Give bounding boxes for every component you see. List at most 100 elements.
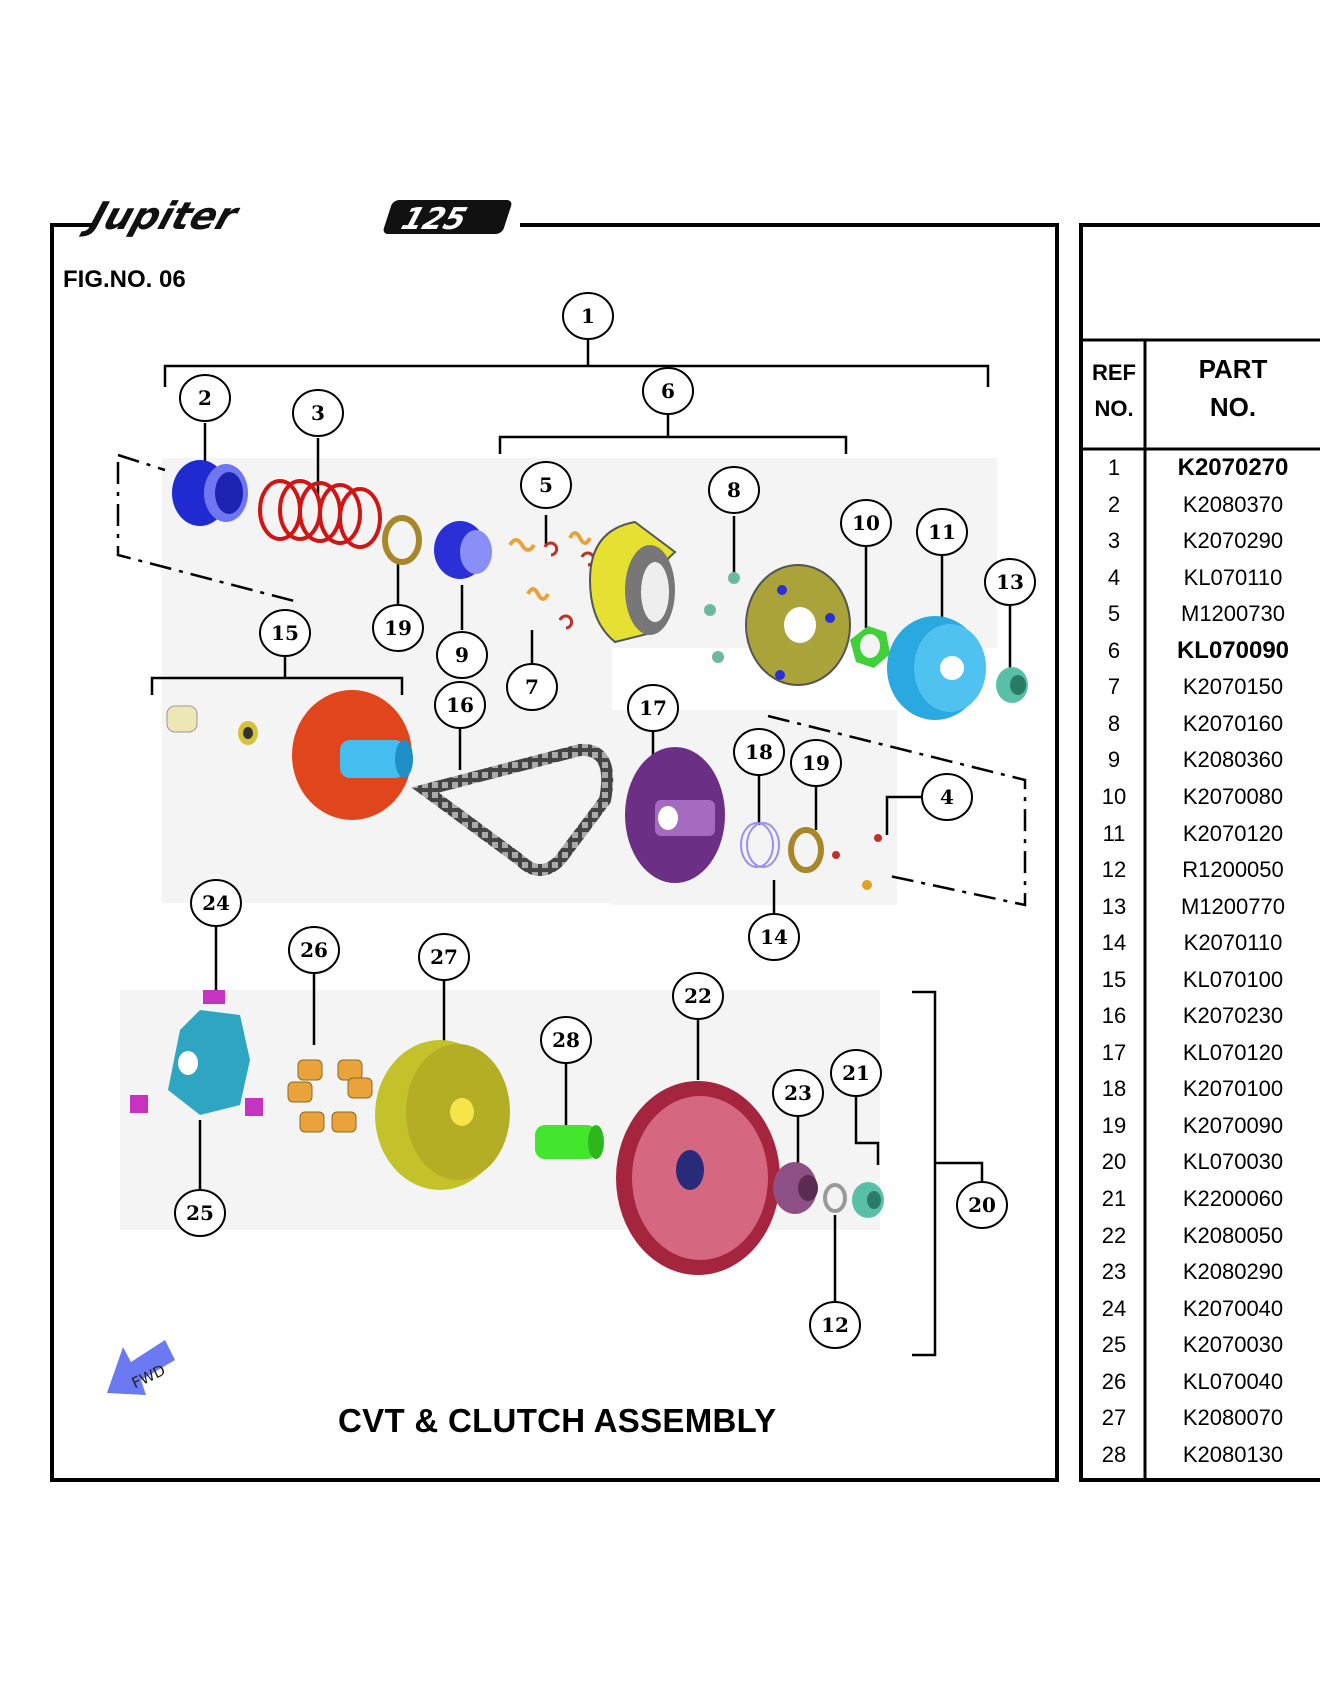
part-no-cell: K2070090 [1182, 1112, 1284, 1138]
part-no-cell: K2080370 [1182, 491, 1284, 517]
part-11-outer-clutch [887, 616, 986, 720]
callout-28: 28 [540, 1016, 592, 1064]
callout-label: 22 [684, 984, 712, 1008]
ref-no-cell: 27 [1101, 1405, 1127, 1431]
ref-no-cell: 12 [1101, 857, 1127, 883]
part-15-fixed-sheave [166, 690, 413, 820]
part-no-cell: M1200730 [1181, 601, 1285, 627]
callout-13: 13 [984, 558, 1036, 606]
ref-no-cell: 25 [1101, 1332, 1127, 1358]
part-26-rollers [287, 1059, 373, 1133]
callout-label: 2 [198, 386, 212, 410]
callout-label: 3 [311, 401, 325, 425]
callout-label: 25 [186, 1201, 214, 1225]
ref-no-cell: 10 [1101, 783, 1127, 809]
part-no-cell: K2070150 [1182, 674, 1284, 700]
callout-27: 27 [418, 933, 470, 981]
parts-table-row: 7 K2070150 [1082, 669, 1320, 706]
callout-23: 23 [772, 1069, 824, 1117]
part-no-cell: K2070040 [1182, 1295, 1284, 1321]
assembly-title: CVT & CLUTCH ASSEMBLY [338, 1402, 777, 1439]
fwd-arrow: FWD [107, 1340, 175, 1395]
part-clutch-plate [745, 564, 851, 686]
ref-no-cell: 13 [1101, 893, 1127, 919]
callout-12: 12 [809, 1301, 861, 1349]
part-28-collar [535, 1125, 604, 1159]
callout-label: 28 [552, 1028, 580, 1052]
part-27-drive-face [375, 1040, 510, 1190]
callout-label: 21 [842, 1061, 870, 1085]
parts-table-row: 14 K2070110 [1082, 925, 1320, 962]
part-no-cell: K2070290 [1182, 528, 1284, 554]
figure-number: FIG.NO. 06 [63, 266, 186, 293]
callout-label: 19 [384, 616, 412, 640]
ref-no-cell: 15 [1101, 966, 1127, 992]
callout-19: 19 [790, 739, 842, 787]
part-6-clutch-shoe [588, 520, 677, 644]
parts-table-row: 10 K2070080 [1082, 779, 1320, 816]
callout-label: 24 [202, 891, 230, 915]
callout-6: 6 [642, 367, 694, 415]
callout-label: 14 [760, 925, 788, 949]
ref-no-cell: 24 [1101, 1295, 1127, 1321]
part-no-cell: K2080070 [1182, 1405, 1284, 1431]
ref-no-cell: 14 [1101, 930, 1127, 956]
part-no-cell: R1200050 [1182, 857, 1284, 883]
svg-text:125: 125 [397, 202, 471, 237]
part-22-fan-pulley [616, 1081, 780, 1275]
part-no-cell: KL070110 [1183, 564, 1283, 590]
ref-no-cell: 7 [1107, 674, 1121, 700]
parts-table-row: 19 K2070090 [1082, 1108, 1320, 1145]
ref-no-cell: 11 [1102, 820, 1126, 846]
callout-1: 1 [562, 292, 614, 340]
callout-label: 8 [727, 478, 741, 502]
part-no-cell: KL070040 [1182, 1368, 1284, 1394]
part-no-cell: KL070090 [1176, 636, 1290, 664]
callout-25: 25 [174, 1189, 226, 1237]
parts-table-row: 27 K2080070 [1082, 1400, 1320, 1437]
callout-9: 9 [436, 631, 488, 679]
callout-8: 8 [708, 466, 760, 514]
jupiter-logo: Jupiter 125 [78, 195, 512, 239]
callout-label: 10 [852, 511, 880, 535]
callout-label: 17 [639, 696, 667, 720]
part-no-cell: K2080130 [1182, 1441, 1284, 1467]
callout-label: 4 [940, 785, 954, 809]
ref-no-cell: 19 [1101, 1112, 1127, 1138]
svg-text:Jupiter: Jupiter [78, 195, 246, 239]
callout-label: 16 [446, 693, 474, 717]
callout-label: 20 [968, 1193, 996, 1217]
ref-no-cell: 20 [1101, 1149, 1127, 1175]
callout-label: 9 [455, 643, 469, 667]
part-24-25-ramp-plate [130, 990, 263, 1116]
ref-no-cell: 16 [1101, 1003, 1127, 1029]
part-no-cell: K2070110 [1183, 930, 1283, 956]
part-13-nut [996, 667, 1028, 703]
part-no-cell: K2070160 [1182, 710, 1284, 736]
callout-7: 7 [506, 663, 558, 711]
callout-label: 19 [802, 751, 830, 775]
callout-17: 17 [627, 684, 679, 732]
callout-5: 5 [520, 461, 572, 509]
part-no-cell: K2070080 [1182, 783, 1284, 809]
part-no-cell: K2200060 [1182, 1186, 1284, 1211]
part-18-14-spring-washer [740, 822, 882, 890]
part-9-collar [434, 521, 492, 579]
ref-no-cell: 1 [1107, 455, 1121, 480]
ref-no-cell: 17 [1101, 1039, 1127, 1065]
part-10-nut [850, 626, 890, 668]
callout-24: 24 [190, 879, 242, 927]
callout-label: 7 [525, 675, 539, 699]
